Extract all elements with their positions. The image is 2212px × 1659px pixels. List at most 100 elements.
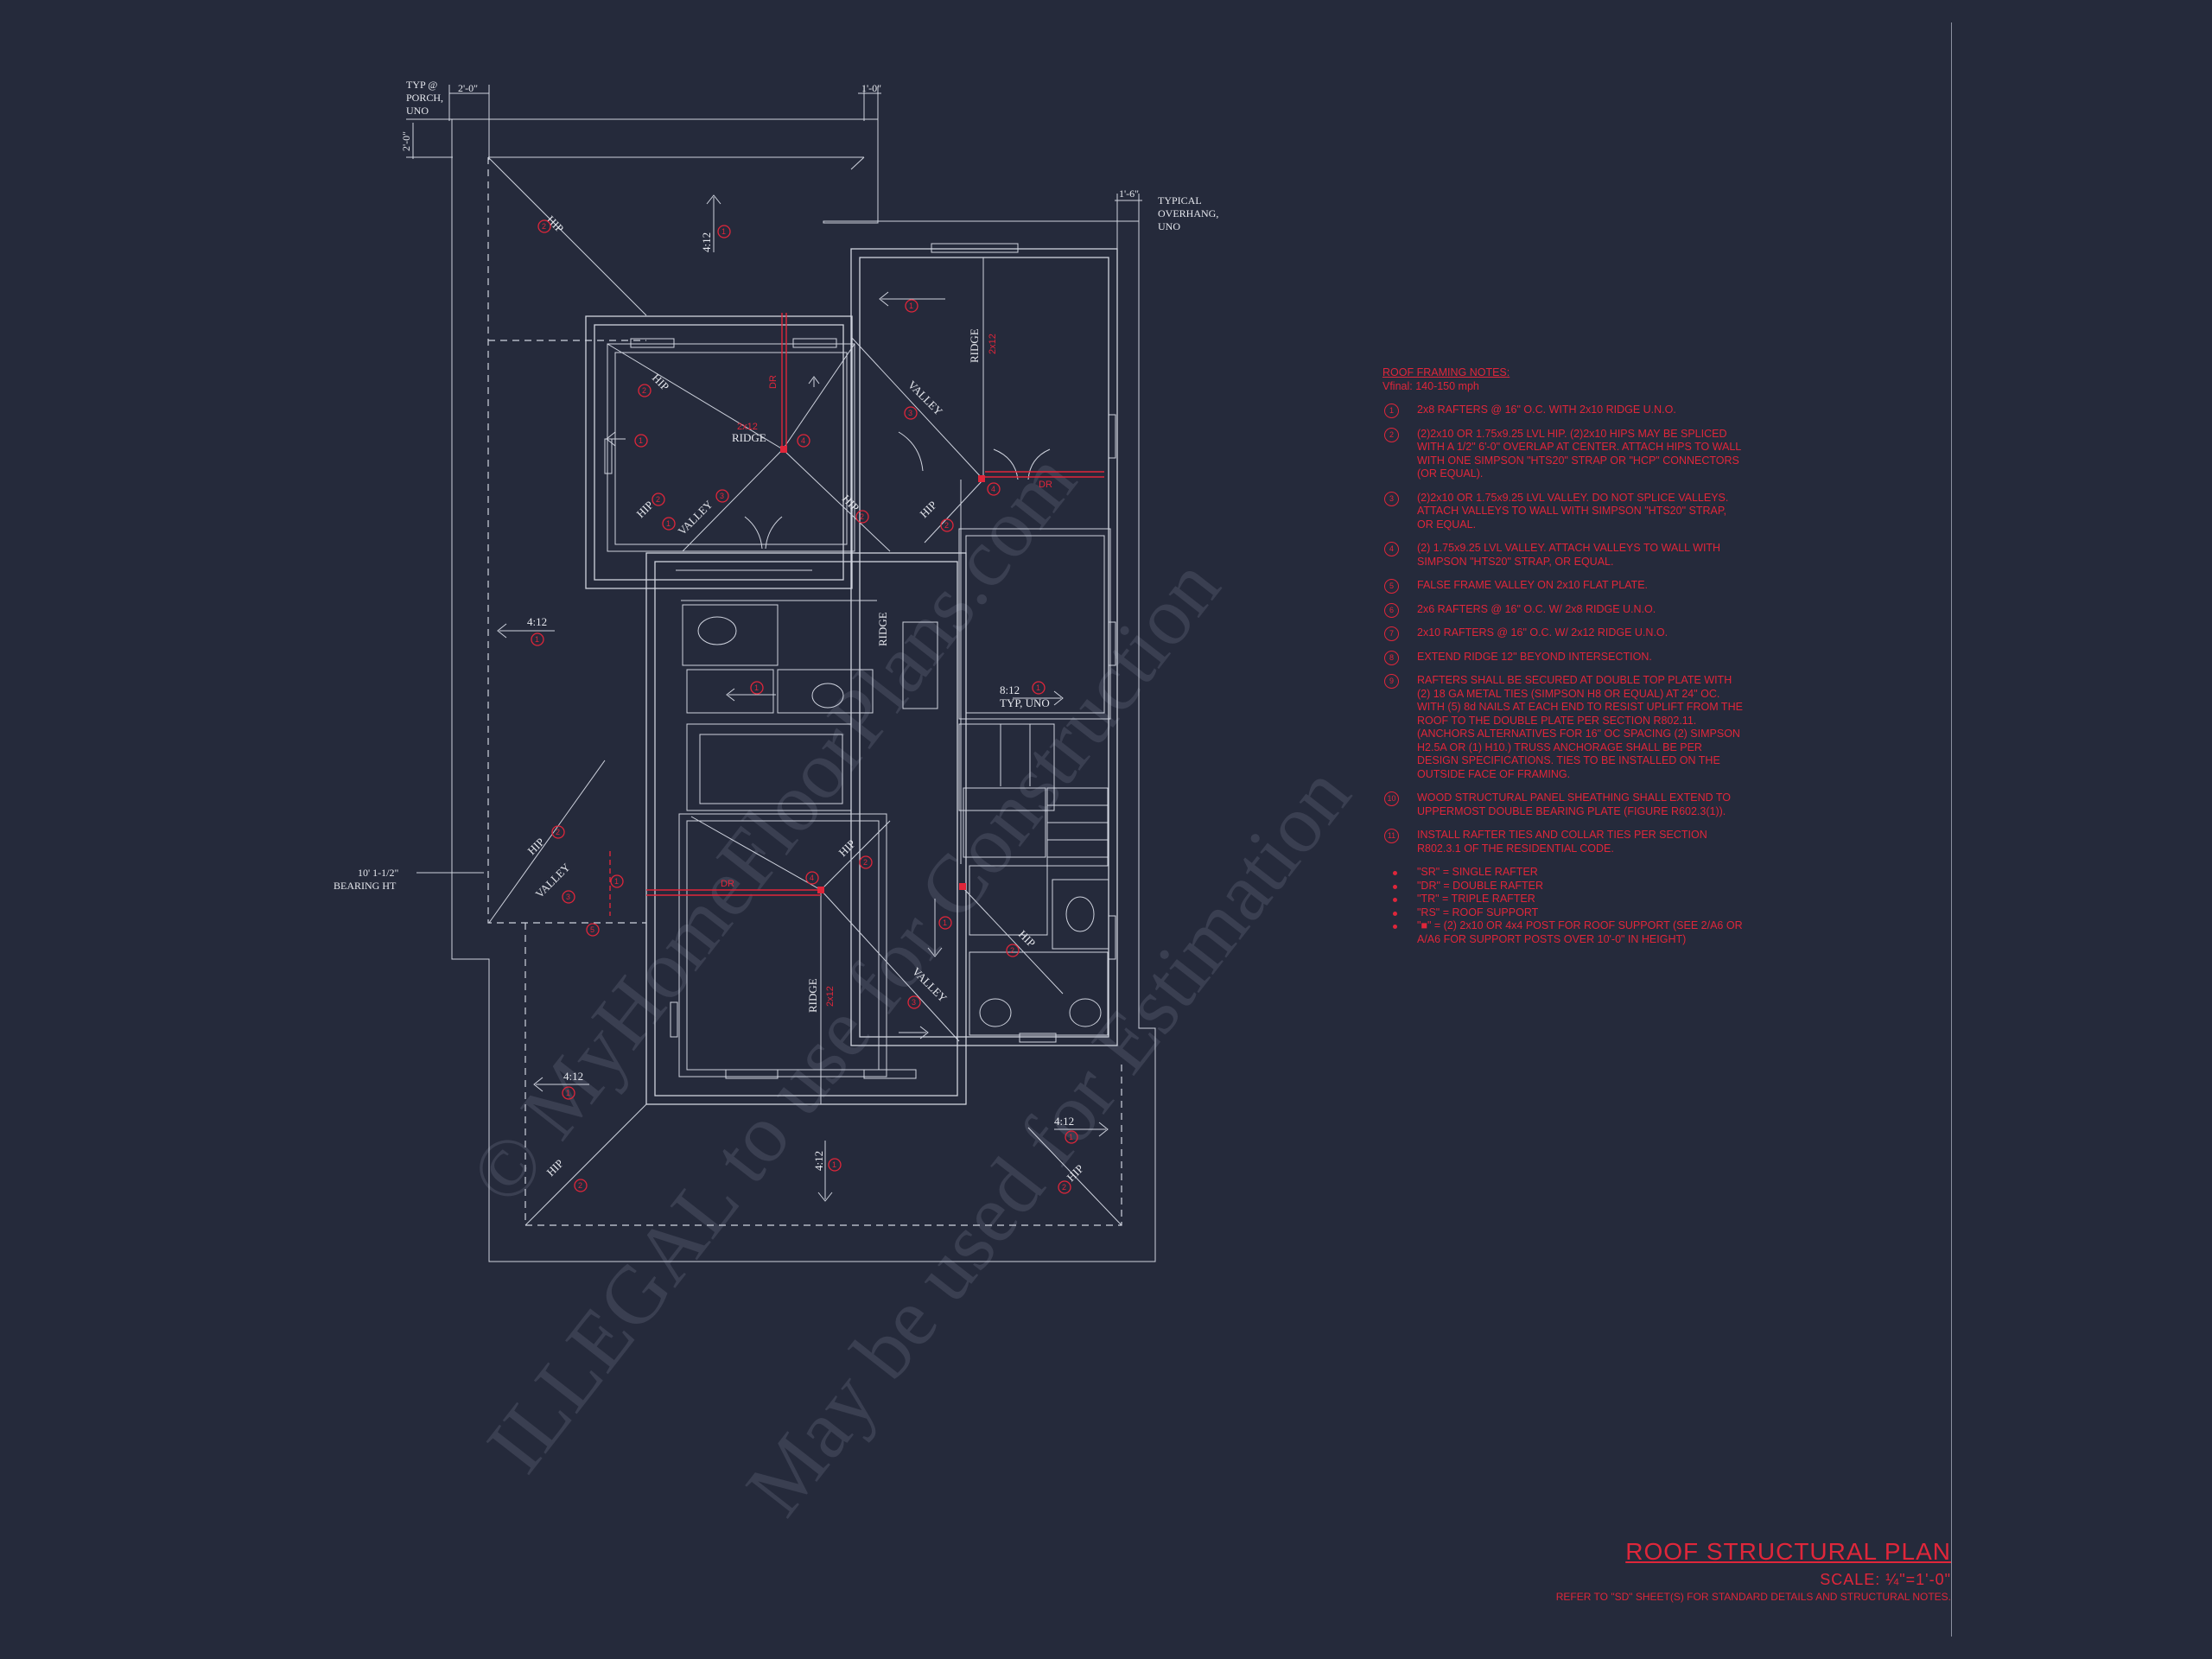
hip-valley-lines — [487, 156, 1122, 1226]
tag-2h: 2 — [1006, 944, 1020, 957]
bearing-ht-1: 10' 1-1/2" — [358, 867, 398, 879]
typical-overhang-3: UNO — [1158, 220, 1180, 232]
pitch-label-4: 4:12 — [1054, 1115, 1074, 1128]
svg-text:3: 3 — [912, 998, 916, 1007]
svg-text:1: 1 — [1036, 683, 1040, 692]
svg-text:2: 2 — [863, 858, 868, 867]
ridge-label-3: RIDGE — [876, 612, 889, 646]
legend-item: "RS" = ROOF SUPPORT — [1382, 906, 1745, 920]
svg-text:1: 1 — [1069, 1133, 1073, 1141]
title-block: ROOF STRUCTURAL PLAN SCALE: ¼"=1'-0" REF… — [1556, 1538, 1951, 1603]
tag-3d: 3 — [907, 995, 921, 1009]
tag-4b: 4 — [987, 482, 1001, 496]
dr-label-3: DR — [768, 375, 779, 389]
dimensions: TYP @ PORCH, UNO 2'-0" 2'-0" 1'-0" 1'-6"… — [334, 79, 1218, 892]
watermark-3: May be used for Estimation — [728, 749, 1368, 1532]
legend-item: "SR" = SINGLE RAFTER — [1382, 866, 1745, 880]
ridge-size-3: 2x12 — [825, 986, 836, 1007]
legend-item: "DR" = DOUBLE RAFTER — [1382, 880, 1745, 893]
dim-2-0-side: 2'-0" — [400, 131, 412, 151]
typ-uno-label: TYP, UNO — [1000, 696, 1050, 709]
typ-porch-line-3: UNO — [406, 105, 429, 117]
tag-1f: 1 — [750, 681, 764, 695]
svg-text:3: 3 — [720, 492, 724, 500]
svg-text:1: 1 — [666, 519, 671, 528]
svg-text:2: 2 — [542, 222, 546, 231]
hip-label-5: HIP — [918, 499, 939, 520]
tag-2b: 2 — [638, 384, 652, 397]
tag-1a: 1 — [717, 225, 731, 238]
svg-text:2: 2 — [556, 828, 560, 836]
valley-label-2: VALLEY — [676, 498, 716, 538]
sheet-border — [1951, 22, 1952, 1637]
sheet-title: ROOF STRUCTURAL PLAN — [1625, 1538, 1951, 1565]
legend-item: "■" = (2) 2x10 OR 4x4 POST FOR ROOF SUPP… — [1382, 919, 1745, 946]
tag-2d: 2 — [855, 510, 869, 524]
hip-label-8: HIP — [1016, 928, 1038, 950]
typical-overhang-1: TYPICAL — [1158, 194, 1202, 207]
tag-1h: 1 — [610, 874, 624, 888]
pitch-label-5: 4:12 — [812, 1151, 825, 1171]
notes-legend: "SR" = SINGLE RAFTER "DR" = DOUBLE RAFTE… — [1382, 866, 1745, 946]
note-tags: 1 1 1 1 1 1 1 1 1 1 1 1 2 2 2 2 2 2 2 2 … — [531, 219, 1078, 1194]
tag-3b: 3 — [715, 489, 729, 503]
tag-4c: 4 — [805, 871, 819, 885]
tag-1d: 1 — [662, 517, 676, 531]
sheet-scale: SCALE: ¼"=1'-0" — [1820, 1571, 1951, 1588]
svg-text:2: 2 — [1062, 1183, 1066, 1192]
pitch-label-2: 4:12 — [527, 615, 547, 628]
svg-text:2: 2 — [656, 495, 660, 504]
tag-3a: 3 — [904, 406, 918, 420]
note-item: 2(2)2x10 OR 1.75x9.25 LVL HIP. (2)2x10 H… — [1382, 427, 1745, 481]
notes-subtitle: Vfinal: 140-150 mph — [1382, 379, 1479, 392]
svg-text:2: 2 — [944, 521, 949, 530]
svg-text:5: 5 — [590, 925, 594, 934]
svg-text:2: 2 — [860, 512, 864, 521]
tag-2c: 2 — [652, 493, 665, 506]
tag-1c: 1 — [634, 434, 648, 448]
roof-outline — [451, 118, 1156, 1262]
legend-item: "TR" = TRIPLE RAFTER — [1382, 893, 1745, 906]
svg-text:4: 4 — [991, 485, 995, 493]
tag-1e: 1 — [531, 632, 544, 646]
beams-red — [609, 313, 1104, 916]
watermark-group: © MyHomeFloorPlans.com ILLEGAL to use fo… — [451, 435, 1368, 1532]
dim-1-0: 1'-0" — [861, 82, 881, 94]
roof-framing-notes: ROOF FRAMING NOTES: Vfinal: 140-150 mph … — [1382, 366, 1745, 946]
ridge-label-4: RIDGE — [806, 978, 819, 1013]
note-item: 3(2)2x10 OR 1.75x9.25 LVL VALLEY. DO NOT… — [1382, 491, 1745, 532]
typ-porch-line-2: PORCH, — [406, 92, 443, 104]
svg-text:1: 1 — [614, 877, 619, 886]
svg-text:2: 2 — [1010, 946, 1014, 955]
svg-text:4: 4 — [801, 436, 805, 445]
dr-label-1: DR — [1039, 480, 1052, 490]
ridge-size-2: 2x12 — [988, 334, 998, 354]
typical-overhang-2: OVERHANG, — [1158, 207, 1218, 219]
svg-text:1: 1 — [535, 635, 539, 644]
bearing-ht-2: BEARING HT — [334, 880, 397, 892]
dr-label-2: DR — [721, 879, 734, 889]
svg-text:1: 1 — [566, 1089, 570, 1097]
tag-1l: 1 — [828, 1158, 842, 1172]
svg-text:1: 1 — [721, 227, 726, 236]
typ-porch-line-1: TYP @ — [406, 79, 437, 91]
svg-text:4: 4 — [810, 874, 814, 882]
tag-1k: 1 — [1065, 1130, 1078, 1144]
sheet-reference: REFER TO "SD" SHEET(S) FOR STANDARD DETA… — [1555, 1591, 1951, 1603]
ridge-label-2: RIDGE — [968, 328, 981, 363]
svg-text:1: 1 — [943, 918, 947, 927]
hip-label-2: HIP — [650, 372, 671, 393]
tag-2g: 2 — [859, 855, 873, 869]
pitch-label-6: 8:12 — [1000, 683, 1020, 696]
ridge-size-1: 2x12 — [737, 422, 758, 432]
tag-5a: 5 — [586, 923, 600, 937]
pitch-arrows — [497, 194, 1109, 1202]
